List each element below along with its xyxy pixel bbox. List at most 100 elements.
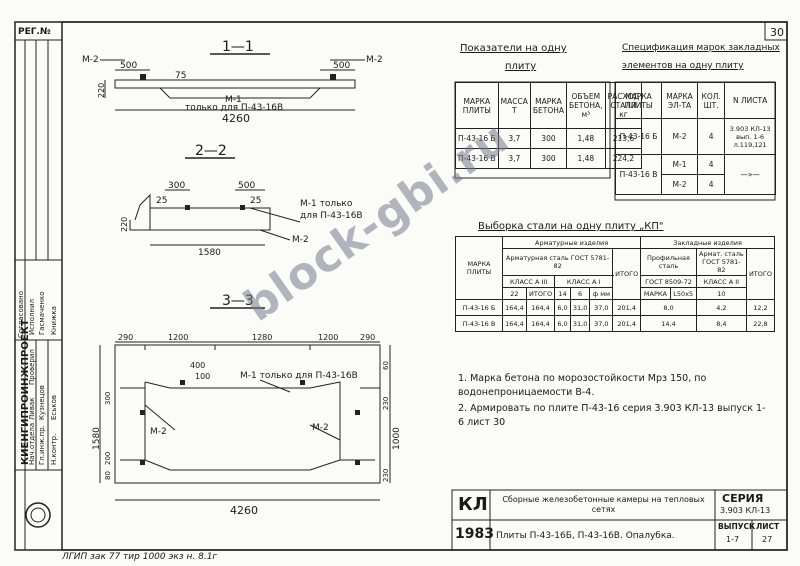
st-h-l50: L50х5 bbox=[669, 287, 697, 300]
tb-kl: КЛ bbox=[458, 494, 488, 515]
indicators-title-1: Показатели на одну bbox=[460, 43, 567, 54]
s3-m2-left: М-2 bbox=[150, 427, 167, 437]
tb-desc: Сборные железобетонные камеры на тепловы… bbox=[502, 495, 705, 515]
role-3: Н.контр. bbox=[50, 433, 58, 465]
name-1: Ливак bbox=[28, 397, 36, 420]
st-r1-c0: П-43-16 Б bbox=[455, 299, 503, 316]
role-1: Нач.отдела bbox=[28, 422, 36, 465]
name-3: Еськов bbox=[50, 394, 58, 420]
st-h-class1: КЛАСС А I bbox=[554, 275, 614, 288]
s1-dim-75: 75 bbox=[175, 71, 187, 81]
s3-right-dim-2: 230 bbox=[382, 396, 390, 410]
tb-series-label: СЕРИЯ bbox=[722, 492, 764, 505]
s2-m1-note-2: для П-43-16В bbox=[300, 211, 363, 221]
s3-left-dim-2: 200 bbox=[104, 451, 112, 465]
st-r2-c7: 14,4 bbox=[640, 315, 697, 332]
spec-r1-c0: П-43-16 Б bbox=[614, 118, 663, 155]
spec-title-2: элементов на одну плиту bbox=[622, 61, 744, 71]
st-h-mark: МАРКА ПЛИТЫ bbox=[455, 236, 503, 300]
s3-m2-right: М-2 bbox=[312, 423, 329, 433]
st-h-gost8509: ГОСТ 8509-72 bbox=[640, 275, 697, 288]
spec-title-1: Спецификация марок закладных bbox=[622, 43, 780, 53]
ind-h-mark: МАРКА ПЛИТЫ bbox=[455, 82, 499, 129]
s2-dim-25-left: 25 bbox=[156, 196, 168, 206]
st-r2-c9: 22,8 bbox=[745, 315, 776, 332]
st-r1-c5: 37,0 bbox=[589, 299, 614, 316]
st-r2-c8: 8,4 bbox=[695, 315, 747, 332]
s3-dim-5: 290 bbox=[360, 333, 376, 342]
st-h-emb: Закладные изделия bbox=[640, 236, 775, 249]
tb-issue-label: ВЫПУСК bbox=[718, 522, 756, 531]
st-h-armat: Армат. сталь ГОСТ 5781-82 bbox=[695, 248, 747, 276]
s2-dim-25-right: 25 bbox=[250, 196, 262, 206]
st-r1-c1: 164,4 bbox=[502, 299, 527, 316]
st-r2-c3: 6,0 bbox=[554, 315, 571, 332]
s1-m1: М-1 bbox=[225, 95, 242, 105]
s3-dim-100: 100 bbox=[195, 372, 211, 381]
st-h-d6: 6 bbox=[569, 287, 591, 300]
spec-r1-c1: М-2 bbox=[661, 118, 699, 155]
s2-dim-500: 500 bbox=[238, 181, 256, 191]
s2-dim-1580: 1580 bbox=[198, 248, 221, 258]
s3-dim-300: 300 bbox=[104, 391, 112, 405]
spec-h-sheet: N ЛИСТА bbox=[724, 82, 776, 119]
st-h-d10: 10 bbox=[695, 287, 747, 300]
st-r1-c2: 164,4 bbox=[525, 299, 556, 316]
spec-h-qty: КОЛ. ШТ. bbox=[697, 82, 726, 119]
st-r2-c4: 31,0 bbox=[569, 315, 591, 332]
st-r2-c5: 37,0 bbox=[589, 315, 614, 332]
section-2-title: 2—2 bbox=[195, 143, 227, 159]
spec-r2-c1: М-1 bbox=[661, 154, 699, 175]
s1-dim-500-left: 500 bbox=[120, 61, 138, 71]
role-5: Исполнил bbox=[28, 298, 36, 335]
indicators-title-2: плиту bbox=[505, 61, 537, 72]
steel-table: МАРКА ПЛИТЫ Арматурные изделия Закладные… bbox=[455, 236, 776, 332]
st-r1-c7: 8,0 bbox=[640, 299, 697, 316]
ind-r2-c2: 300 bbox=[529, 148, 568, 169]
agreed-label: Согласовано bbox=[17, 290, 25, 338]
spec-r2-c2: 4 bbox=[697, 154, 726, 175]
ind-r2-c1: 3,7 bbox=[497, 148, 531, 169]
sheet-number: 30 bbox=[770, 26, 784, 39]
st-r2-c2: 164,4 bbox=[525, 315, 556, 332]
tb-sheet-value: 27 bbox=[762, 535, 773, 544]
ind-r1-c2: 300 bbox=[529, 128, 568, 149]
st-h-total: ИТОГО bbox=[525, 287, 556, 300]
st-r1-c9: 12,2 bbox=[745, 299, 776, 316]
spec-r2-c3: —»— bbox=[724, 154, 776, 195]
role-4: Проверил bbox=[28, 349, 36, 385]
st-r1-c8: 4,2 bbox=[695, 299, 747, 316]
role-2: Гл.инж.пр. bbox=[38, 425, 46, 465]
s3-right-dim-3: 230 bbox=[382, 468, 390, 482]
s2-dim-300: 300 bbox=[168, 181, 186, 191]
st-h-d: ф мм bbox=[589, 287, 614, 300]
st-r1-c6: 201,4 bbox=[612, 299, 642, 316]
st-r1-c4: 31,0 bbox=[569, 299, 591, 316]
s1-note: только для П-43-16В bbox=[185, 103, 284, 113]
note-1: 1. Марка бетона по морозостойкости Мрз 1… bbox=[458, 373, 707, 398]
st-h-arm-steel: Арматурная сталь ГОСТ 5781-82 bbox=[501, 248, 614, 276]
st-r2-c0: П-43-16 В bbox=[455, 315, 503, 332]
s1-m2-right: М-2 bbox=[366, 55, 383, 65]
s3-dim-1000: 1000 bbox=[392, 427, 402, 450]
ind-h-mass: МАССА Т bbox=[497, 82, 531, 129]
st-h-marka: МАРКА bbox=[640, 287, 671, 300]
s1-dim-500-right: 500 bbox=[333, 61, 351, 71]
st-h-kl: КЛАСС А II bbox=[695, 275, 747, 288]
tb-issue-value: 1-7 bbox=[726, 535, 740, 544]
tb-sheet-label: ЛИСТ bbox=[756, 522, 780, 531]
section-1-title: 1—1 bbox=[222, 39, 254, 55]
s3-dim-1: 290 bbox=[118, 333, 134, 342]
s1-m2-left: М-2 bbox=[82, 55, 99, 65]
spec-r3-c1: М-2 bbox=[661, 174, 699, 195]
s3-dim-400: 400 bbox=[190, 361, 206, 370]
st-r2-c1: 164,4 bbox=[502, 315, 527, 332]
s3-dim-1580: 1580 bbox=[92, 427, 102, 450]
s3-right-dim-1: 60 bbox=[382, 361, 390, 370]
ind-h-volume: ОБЪЕМ БЕТОНА, м³ bbox=[566, 82, 606, 129]
s1-dim-220: 220 bbox=[97, 82, 106, 98]
section-3-title: 3—3 bbox=[222, 293, 254, 309]
name-5: Книжка bbox=[50, 306, 58, 335]
